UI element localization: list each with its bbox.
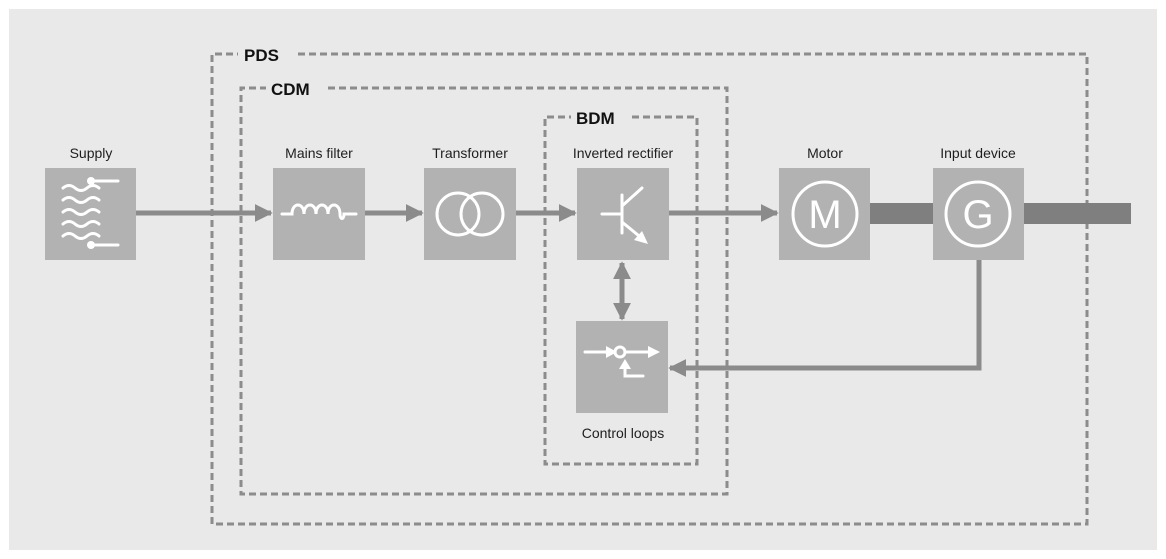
cdm-boundary <box>239 86 729 496</box>
transformer-label: Transformer <box>432 145 508 161</box>
motor-block: M <box>779 168 870 260</box>
shaft-motor-to-input-device <box>870 203 935 224</box>
supply-block <box>45 168 136 260</box>
diagram-background <box>9 9 1157 550</box>
ac-supply-icon <box>61 179 120 247</box>
shaft-output <box>1023 203 1131 224</box>
bdm-boundary <box>543 115 699 466</box>
input-device-block: G <box>933 168 1024 260</box>
cdm-label: CDM <box>271 80 310 99</box>
mains-filter-block <box>273 168 365 260</box>
bdm-label: BDM <box>576 109 615 128</box>
arrow-feedback-input-device-to-control <box>668 260 982 377</box>
control-loops-label: Control loops <box>582 425 665 441</box>
input-device-label: Input device <box>940 145 1016 161</box>
transformer-circles-icon <box>435 191 505 237</box>
pds-label: PDS <box>244 46 279 65</box>
supply-label: Supply <box>70 145 113 161</box>
pds-boundary <box>210 52 1089 526</box>
inverted-rectifier-label: Inverted rectifier <box>573 145 674 161</box>
transformer-block <box>424 168 516 260</box>
inverted-rectifier-block <box>577 168 669 260</box>
control-loops-block <box>576 321 668 413</box>
motor-label: Motor <box>807 145 843 161</box>
mains-filter-label: Mains filter <box>285 145 353 161</box>
motor-m-icon <box>791 180 859 248</box>
inductor-coil-icon <box>280 203 358 220</box>
generator-g-icon <box>944 180 1012 248</box>
input-device-symbol: G <box>962 193 993 237</box>
motor-symbol: M <box>808 193 841 237</box>
